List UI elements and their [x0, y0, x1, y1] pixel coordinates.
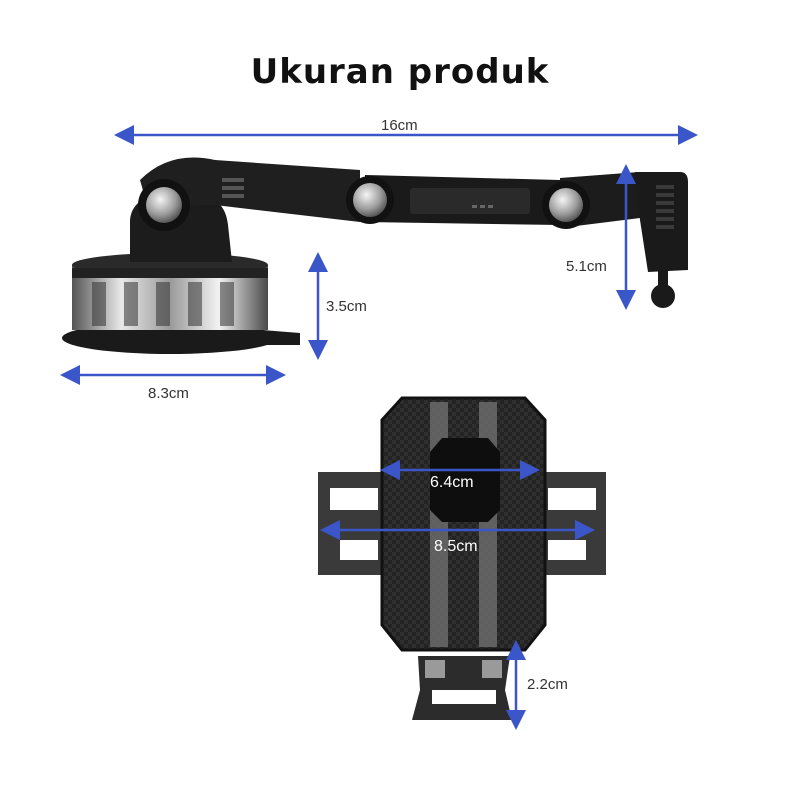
suction-mount-arm [62, 157, 688, 354]
dimension-arrows [60, 125, 698, 730]
clamp-inner-label: 6.4cm [430, 474, 474, 491]
elbow-height-label: 5.1cm [566, 258, 607, 275]
phone-clamp [318, 396, 606, 720]
base-width-label: 8.3cm [148, 385, 189, 402]
clip-height-label: 2.2cm [527, 676, 568, 693]
page-title: Ukuran produk [250, 52, 550, 92]
arm-length-label: 16cm [381, 117, 418, 134]
clamp-outer-label: 8.5cm [434, 538, 478, 555]
base-height-label: 3.5cm [326, 298, 367, 315]
